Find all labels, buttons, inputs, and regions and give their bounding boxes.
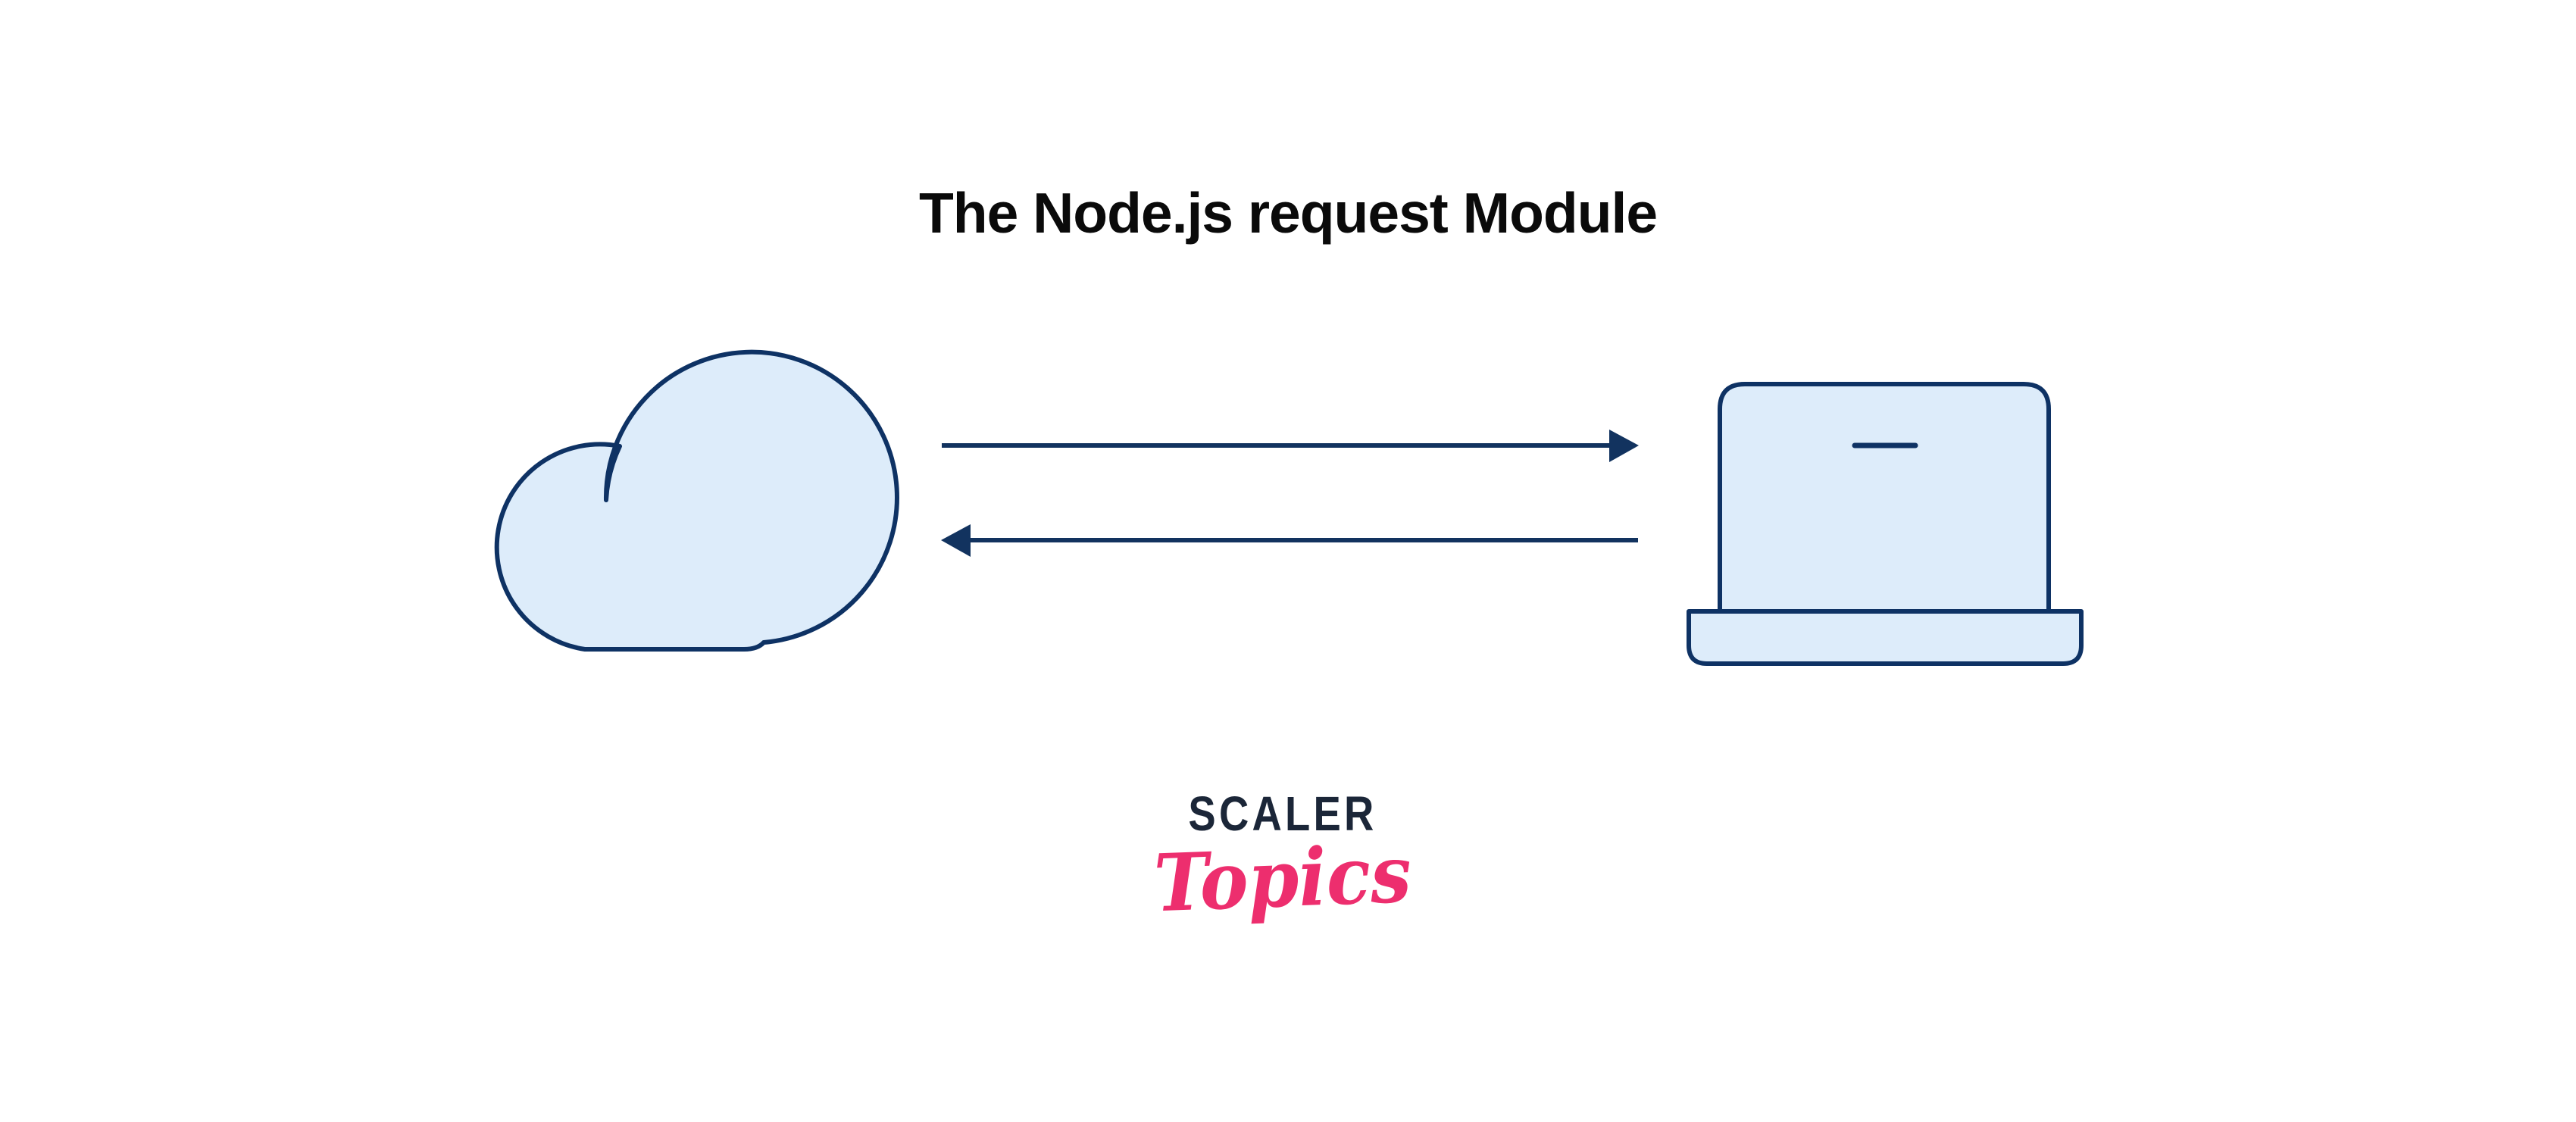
response-arrow-icon	[941, 524, 1638, 557]
request-arrow-icon	[942, 430, 1639, 462]
cloud-icon	[494, 349, 899, 652]
laptop-icon	[1687, 382, 2084, 666]
logo-wordmark: SCALER	[1188, 786, 1377, 841]
laptop-base	[1687, 609, 2084, 666]
logo-sub-wordmark: Topics	[1152, 827, 1413, 930]
laptop-screen	[1718, 382, 2051, 617]
request-arrow-head	[1609, 430, 1639, 462]
cloud-shape	[494, 349, 899, 652]
scaler-topics-logo: SCALER Topics	[1143, 786, 1423, 930]
page-title: The Node.js request Module	[918, 181, 1658, 245]
response-arrow-head	[941, 524, 971, 557]
